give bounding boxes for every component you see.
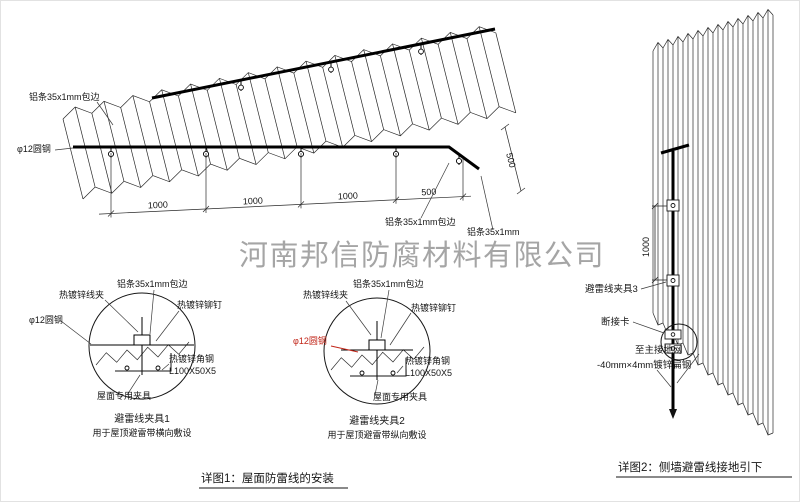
detail2-angle-label: 热镀锌角钢 [405, 355, 450, 366]
roof-corrugation [62, 26, 517, 200]
wall-leaders [632, 281, 700, 388]
caption-figure-2: 详图2：侧墙避雷线接地引下 [618, 460, 762, 474]
detail2-angle-spec: L100X50X5 [405, 368, 452, 378]
wall-corrugation [652, 8, 774, 436]
wall-flatsteel-label: -40mm×4mm镀锌扁钢 [597, 359, 691, 371]
dim-1000-b: 1000 [243, 195, 264, 206]
detail2-rivet-label: 热镀锌铆钉 [411, 302, 456, 313]
detail1-title: 避雷线夹具1 [114, 412, 170, 425]
wall-toground-label: 至主接地网 [635, 344, 683, 356]
detail2-rod-label: φ12圆钢 [293, 335, 327, 346]
wall-disconnect-label: 断接卡 [601, 316, 630, 328]
dim-1000-c: 1000 [338, 190, 359, 201]
detail1-edge-label: 铝条35x1mm包边 [117, 278, 188, 289]
roof-edge-label-right: 铝条35x1mm [467, 226, 520, 237]
detail-circle-2: 热镀锌线夹 铝条35x1mm包边 热镀锌铆钉 φ12圆钢 热镀锌角钢 L100X… [293, 278, 456, 440]
roof-edge-label-top: 铝条35x1mm包边 [29, 91, 100, 102]
roof-rod-label: φ12圆钢 [17, 143, 51, 154]
roof-label-leaders [54, 101, 494, 231]
detail1-angle-spec: L100X50X5 [169, 366, 216, 376]
detail2-title: 避雷线夹具2 [349, 414, 405, 427]
detail2-fixture-label: 屋面专用夹具 [373, 391, 427, 402]
detail-1-circle [88, 292, 196, 400]
eave-lightning-wire [73, 145, 480, 171]
detail1-clamp-label: 热镀锌线夹 [59, 289, 104, 300]
dim-1000-a: 1000 [148, 199, 169, 210]
caption-figure-1: 详图1：屋面防雷线的安装 [201, 471, 334, 485]
wall-fixtures [651, 199, 682, 419]
ridge-lightning-wire [151, 27, 496, 100]
detail2-edge-label: 铝条35x1mm包边 [353, 278, 424, 289]
detail-2-leaders [330, 289, 412, 396]
detail-1-leaders [60, 289, 180, 396]
wall-dim-1000: 1000 [641, 237, 651, 257]
dim-500-side: 500 [504, 152, 517, 169]
detail1-subtitle: 用于屋顶避雷带横向敷设 [92, 427, 191, 438]
dim-500: 500 [421, 187, 437, 198]
watermark-text: 河南邦信防腐材料有限公司 [239, 239, 605, 272]
roof-isometric-view: 铝条35x1mm包边 φ12圆钢 铝条35x1mm包边 铝条35x1mm 100… [17, 26, 526, 237]
figure-captions: 详图1：屋面防雷线的安装 详图2：侧墙避雷线接地引下 [199, 460, 792, 489]
disconnect-detail-circle [660, 323, 698, 361]
detail-1-internals [90, 317, 194, 375]
wall-elevation-view: 避雷线夹具3 断接卡 至主接地网 -40mm×4mm镀锌扁钢 1000 [585, 8, 774, 436]
roof-edge-label-bottom: 铝条35x1mm包边 [385, 216, 456, 227]
detail-circle-1: 热镀锌线夹 铝条35x1mm包边 热镀锌铆钉 φ12圆钢 热镀锌角钢 L100X… [29, 278, 222, 438]
detail1-rivet-label: 热镀锌铆钉 [177, 299, 222, 310]
detail2-clamp-label: 热镀锌线夹 [303, 289, 348, 300]
detail-2-circle [323, 297, 431, 405]
detail1-angle-label: 热镀锌角钢 [169, 353, 214, 364]
detail1-rod-label: φ12圆钢 [29, 314, 63, 325]
detail2-subtitle: 用于屋顶避雷带纵向敷设 [327, 429, 426, 440]
wall-clamp3-label: 避雷线夹具3 [585, 283, 638, 295]
roof-dimension-lines [98, 123, 526, 218]
roof-belt-connection [660, 143, 690, 155]
detail-2-internals [330, 321, 425, 380]
detail1-fixture-label: 屋面专用夹具 [97, 390, 151, 401]
